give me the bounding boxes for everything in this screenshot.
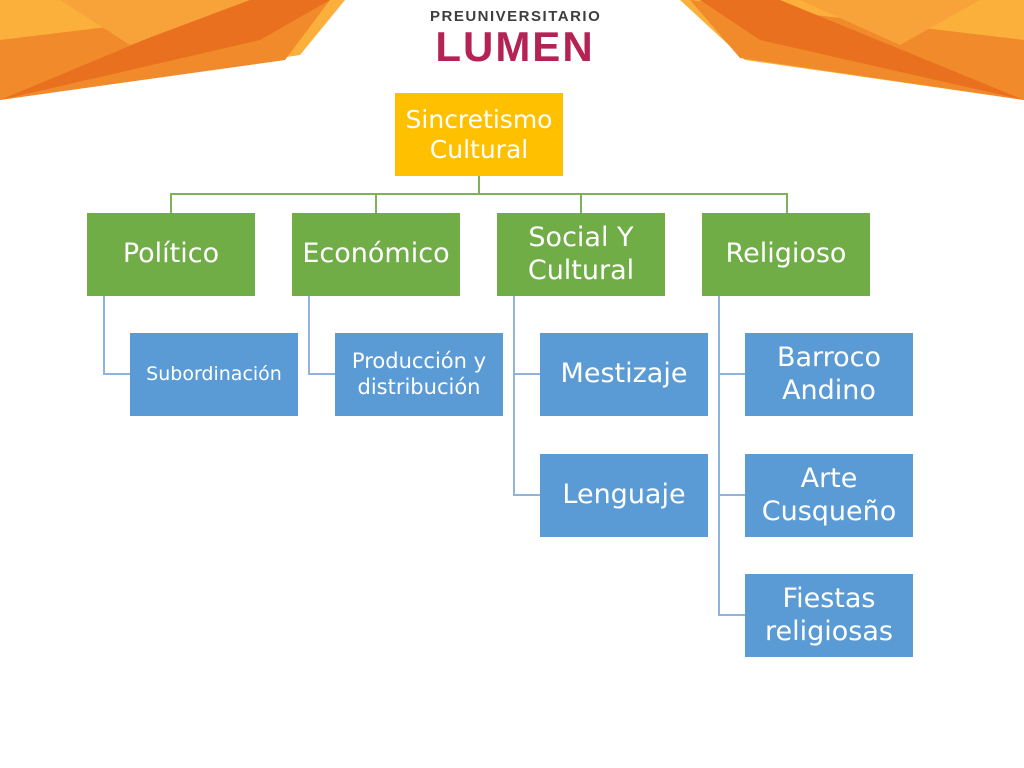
logo-wordmark: LUMEN [435,23,595,70]
connector-branch-bus [170,193,788,195]
node-leaf-arte: Arte Cusqueño [745,454,913,537]
connector-branch-2 [375,193,377,213]
connector-social-leaves [513,296,515,495]
node-branch-politico: Político [87,213,255,296]
node-leaf-produccion: Producción y distribución [335,333,503,416]
node-leaf-lenguaje: Lenguaje [540,454,708,537]
connector-produccion [308,373,335,375]
connector-branch-4 [786,193,788,213]
lumen-logo: PREUNIVERSITARIO LUMEN [430,8,600,68]
connector-religioso-leaves [718,296,720,615]
connector-subordinacion [103,373,130,375]
connector-lenguaje [513,494,540,496]
logo-tagline: PREUNIVERSITARIO [430,8,602,25]
connector-root-down [478,176,480,194]
node-leaf-mestizaje: Mestizaje [540,333,708,416]
right-triangles [680,0,1024,100]
connector-economico-leaves [308,296,310,374]
connector-fiestas [718,614,745,616]
connector-mestizaje [513,373,540,375]
connector-branch-1 [170,193,172,213]
node-leaf-fiestas: Fiestas religiosas [745,574,913,657]
connector-politico-leaves [103,296,105,374]
node-leaf-barroco: Barroco Andino [745,333,913,416]
left-triangles [0,0,345,100]
node-leaf-subordinacion: Subordinación [130,333,298,416]
node-branch-religioso: Religioso [702,213,870,296]
node-branch-economico: Económico [292,213,460,296]
node-branch-social: Social Y Cultural [497,213,665,296]
connector-barroco [718,373,745,375]
connector-arte [718,494,745,496]
connector-branch-3 [580,193,582,213]
node-root: Sincretismo Cultural [395,93,563,176]
